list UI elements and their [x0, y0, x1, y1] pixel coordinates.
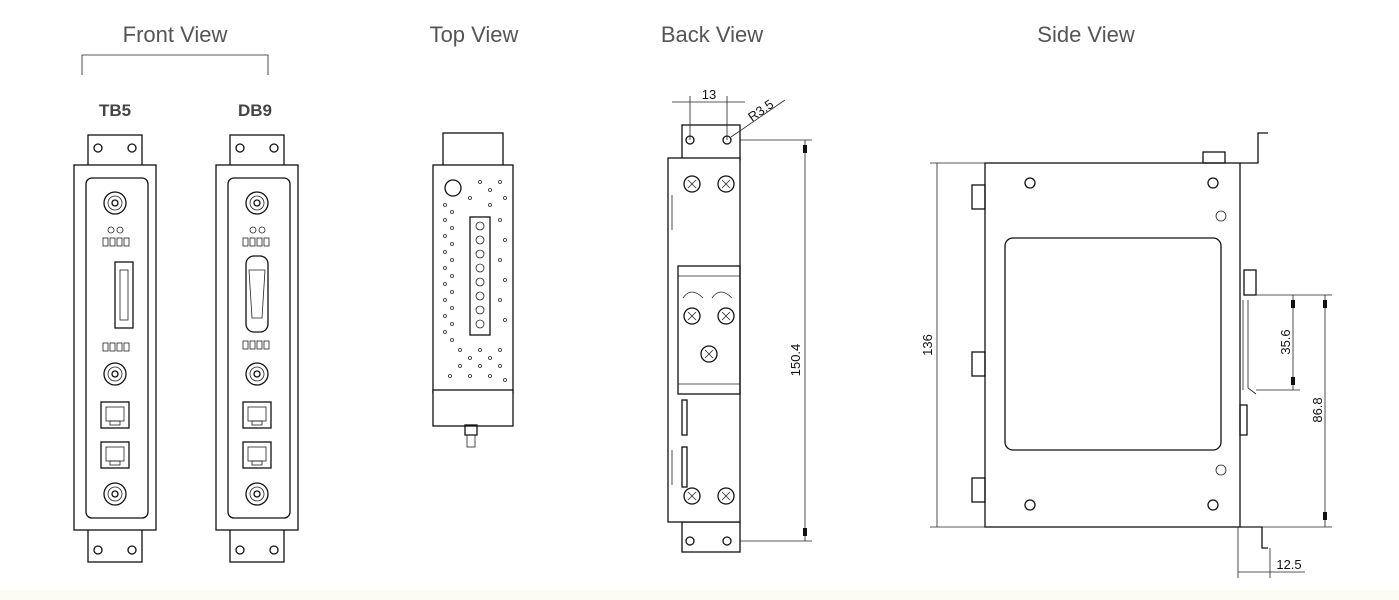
rail-width-dim: 35.6 — [1278, 329, 1293, 354]
db9-label: DB9 — [238, 101, 272, 120]
back-height-dim: 150.4 — [788, 344, 803, 377]
front-view-title: Front View — [123, 22, 228, 47]
top-view-title: Top View — [430, 22, 519, 47]
top-view-drawing — [432, 132, 514, 448]
side-view-drawing — [971, 132, 1268, 549]
front-view-tb5 — [73, 134, 157, 563]
front-view-bracket — [81, 54, 269, 75]
tab-depth-dim: 12.5 — [1276, 557, 1301, 572]
side-view-title: Side View — [1037, 22, 1135, 47]
bottom-strip — [0, 590, 1399, 600]
back-view-dimensions — [672, 96, 812, 542]
back-view-drawing — [667, 124, 741, 553]
side-height-dim: 136 — [920, 334, 935, 356]
back-view-title: Back View — [661, 22, 763, 47]
rail-to-bottom-dim: 86.8 — [1310, 397, 1325, 422]
front-view-db9 — [215, 134, 299, 563]
side-view-dimensions — [930, 162, 1332, 578]
hole-radius-dim: R3.5 — [745, 96, 776, 124]
tb5-label: TB5 — [99, 101, 131, 120]
hole-spacing-dim: 13 — [702, 87, 716, 102]
